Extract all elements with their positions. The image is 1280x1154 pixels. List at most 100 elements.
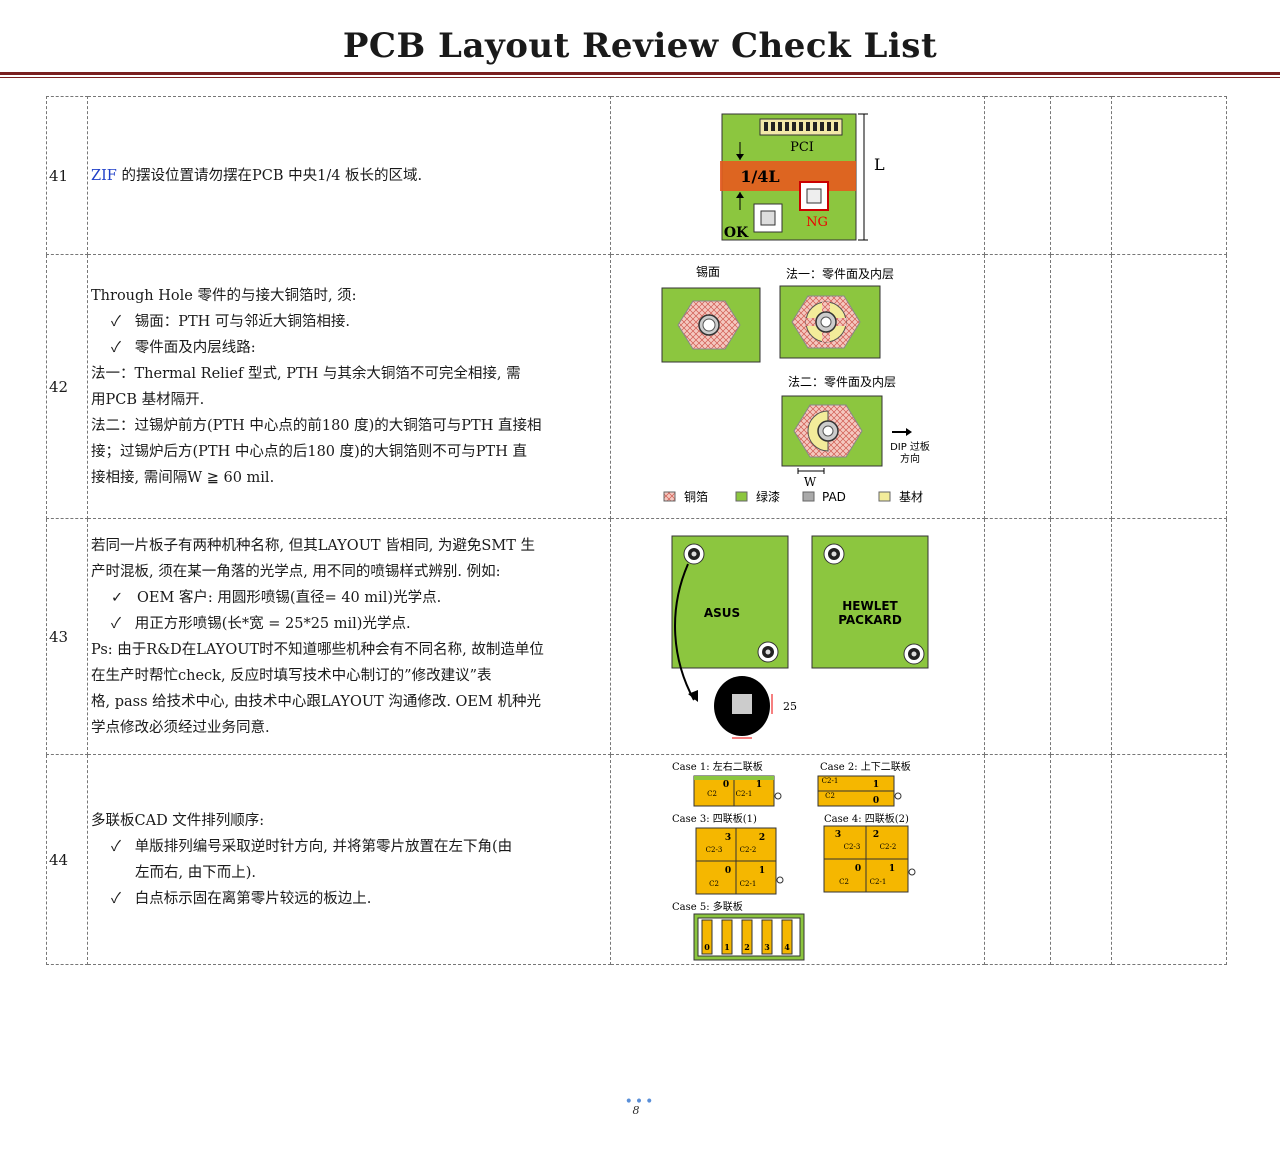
length-label: L [874, 155, 885, 174]
dimension-label: 25 [783, 700, 797, 713]
w-label: W [803, 475, 816, 489]
item-number: 43 [46, 518, 88, 755]
svg-text:1: 1 [755, 780, 761, 790]
description-line: 法二：过锡炉前方(PTH 中心点的前180 度)的大铜箔可与PTH 直接相 [91, 417, 542, 434]
description-line: 白点标示固在离第零片较远的板边上. [134, 890, 372, 907]
description-line: Ps: 由于R&D在LAYOUT时不知道哪些机种会有不同名称, 故制造单位 [91, 641, 544, 658]
svg-text:C2: C2 [825, 792, 835, 800]
ok-label: OK [723, 225, 748, 241]
empty-cell [1111, 254, 1227, 519]
empty-cell [984, 518, 1051, 755]
empty-cell [1050, 754, 1112, 965]
empty-cell [1111, 754, 1227, 965]
description-line: OEM 客户: 用圆形喷锡(直径= 40 mil)光学点. [136, 589, 442, 606]
case3-label: Case 3: 四联板(1) [672, 812, 757, 825]
svg-text:0: 0 [704, 942, 710, 952]
case4-label: Case 4: 四联板(2) [824, 812, 909, 825]
svg-text:1: 1 [724, 942, 730, 952]
pci-label: PCI [790, 140, 814, 155]
item-number: 44 [46, 754, 88, 965]
checklist-table: 41 ZIF 的摆设位置请勿摆在PCB 中央1/4 板长的区域. PCI 1/4… [46, 96, 1227, 965]
panel-layout-diagram: Case 1: 左右二联板 Case 2: 上下二联板 0 1 C2 C2-1 … [672, 760, 915, 960]
svg-text:4: 4 [784, 942, 790, 952]
svg-text:0: 0 [722, 780, 728, 790]
svg-text:0: 0 [724, 866, 730, 876]
quarter-label: 1/4L [740, 167, 779, 186]
empty-cell [984, 254, 1051, 519]
svg-text:C2-2: C2-2 [739, 846, 756, 854]
check-mark: ✓ [111, 339, 121, 356]
case1-label: Case 1: 左右二联板 [672, 760, 763, 773]
description-line: 格, pass 给技术中心, 由技术中心跟LAYOUT 沟通修改. OEM 机种… [91, 693, 541, 710]
svg-text:C2: C2 [709, 880, 719, 888]
svg-text:0: 0 [872, 796, 878, 806]
case5-label: Case 5: 多联板 [672, 900, 743, 913]
svg-text:3: 3 [724, 833, 730, 843]
dip-direction-label1: DIP 过板 [890, 440, 930, 453]
description-line: 零件面及内层线路: [134, 339, 256, 356]
description-line: 若同一片板子有两种机种名称, 但其LAYOUT 皆相同, 为避免SMT 生 [91, 537, 535, 554]
description-line: 用PCB 基材隔开. [91, 391, 205, 408]
svg-text:C2-3: C2-3 [705, 846, 722, 854]
figure-cell: 锡面 法一：零件面及内层 法二：零件面及内层 [610, 254, 985, 519]
svg-text:C2-1: C2-1 [869, 878, 886, 886]
svg-text:2: 2 [744, 942, 750, 952]
svg-text:C2-1: C2-1 [735, 790, 752, 798]
empty-cell [1050, 254, 1112, 519]
title-rule-thick [0, 72, 1280, 75]
check-mark: ✓ [111, 615, 121, 632]
legend-copper: 铜箔 [684, 489, 708, 504]
svg-text:2: 2 [758, 833, 764, 843]
svg-text:C2: C2 [707, 790, 717, 798]
description-line: 接；过锡炉后方(PTH 中心点的后180 度)的大铜箔则不可与PTH 直 [91, 443, 527, 460]
zif-placement-diagram: PCI 1/4L NG OK L [719, 113, 885, 241]
legend-soldermask: 绿漆 [756, 489, 780, 504]
item-description: 多联板CAD 文件排列顺序: ✓ 单版排列编号采取逆时针方向, 并将第零片放置在… [87, 754, 611, 965]
ng-label: NG [806, 215, 828, 230]
description-line: 在生产时帮忙check, 反应时填写技术中心制订的”修改建议”表 [91, 667, 492, 684]
check-mark: ✓ [111, 589, 124, 606]
svg-text:3: 3 [834, 830, 840, 840]
check-mark: ✓ [111, 890, 121, 907]
svg-text:1: 1 [758, 866, 764, 876]
description-line: 左而右, 由下而上). [135, 864, 256, 881]
empty-cell [1050, 518, 1112, 755]
legend-substrate: 基材 [899, 490, 923, 504]
title-rule-thin [0, 77, 1280, 78]
description-text: 的摆设位置请勿摆在PCB 中央1/4 板长的区域. [116, 167, 423, 184]
svg-text:1: 1 [872, 780, 878, 790]
empty-cell [984, 754, 1051, 965]
empty-cell [1111, 96, 1227, 255]
description-line: 单版排列编号采取逆时针方向, 并将第零片放置在左下角(由 [134, 838, 513, 855]
table-row: 43 若同一片板子有两种机种名称, 但其LAYOUT 皆相同, 为避免SMT 生… [46, 518, 1227, 755]
hp-label-line1: HEWLET [842, 599, 898, 613]
description-line: 学点修改必须经过业务同意. [91, 719, 270, 736]
legend-pad: PAD [822, 490, 846, 504]
figure-cell: PCI 1/4L NG OK L [610, 96, 985, 255]
check-mark: ✓ [111, 838, 121, 855]
svg-text:3: 3 [764, 942, 770, 952]
item-description: Through Hole 零件的与接大铜箔时, 须: ✓ 锡面：PTH 可与邻近… [87, 254, 611, 519]
page-title: PCB Layout Review Check List [342, 26, 938, 66]
fiducial-diagram: ASUS HEWLET PACKARD 25 [671, 535, 928, 738]
description-line: 多联板CAD 文件排列顺序: [91, 812, 265, 829]
description-line: Through Hole 零件的与接大铜箔时, 须: [91, 287, 357, 304]
description-line: 接相接, 需间隔W ≧ 60 mil. [91, 469, 275, 486]
description-line: 用正方形喷锡(长*宽 = 25*25 mil)光学点. [134, 615, 411, 632]
asus-label: ASUS [703, 606, 739, 620]
description-line: 法一：Thermal Relief 型式, PTH 与其余大铜箔不可完全相接, … [91, 365, 521, 382]
svg-text:C2-3: C2-3 [843, 843, 860, 851]
case2-label: Case 2: 上下二联板 [820, 760, 911, 773]
figure-cell: ASUS HEWLET PACKARD 25 [610, 518, 985, 755]
description-line: 锡面：PTH 可与邻近大铜箔相接. [134, 313, 351, 330]
check-mark: ✓ [111, 313, 121, 330]
empty-cell [984, 96, 1051, 255]
footer-dots: ••• [624, 1094, 656, 1110]
svg-text:C2-1: C2-1 [821, 777, 838, 785]
empty-cell [1050, 96, 1112, 255]
method1-label: 法一：零件面及内层 [785, 267, 893, 281]
page-number: 8 [632, 1104, 640, 1117]
item-description: 若同一片板子有两种机种名称, 但其LAYOUT 皆相同, 为避免SMT 生 产时… [87, 518, 611, 755]
svg-text:C2: C2 [839, 878, 849, 886]
svg-text:C2-2: C2-2 [879, 843, 896, 851]
